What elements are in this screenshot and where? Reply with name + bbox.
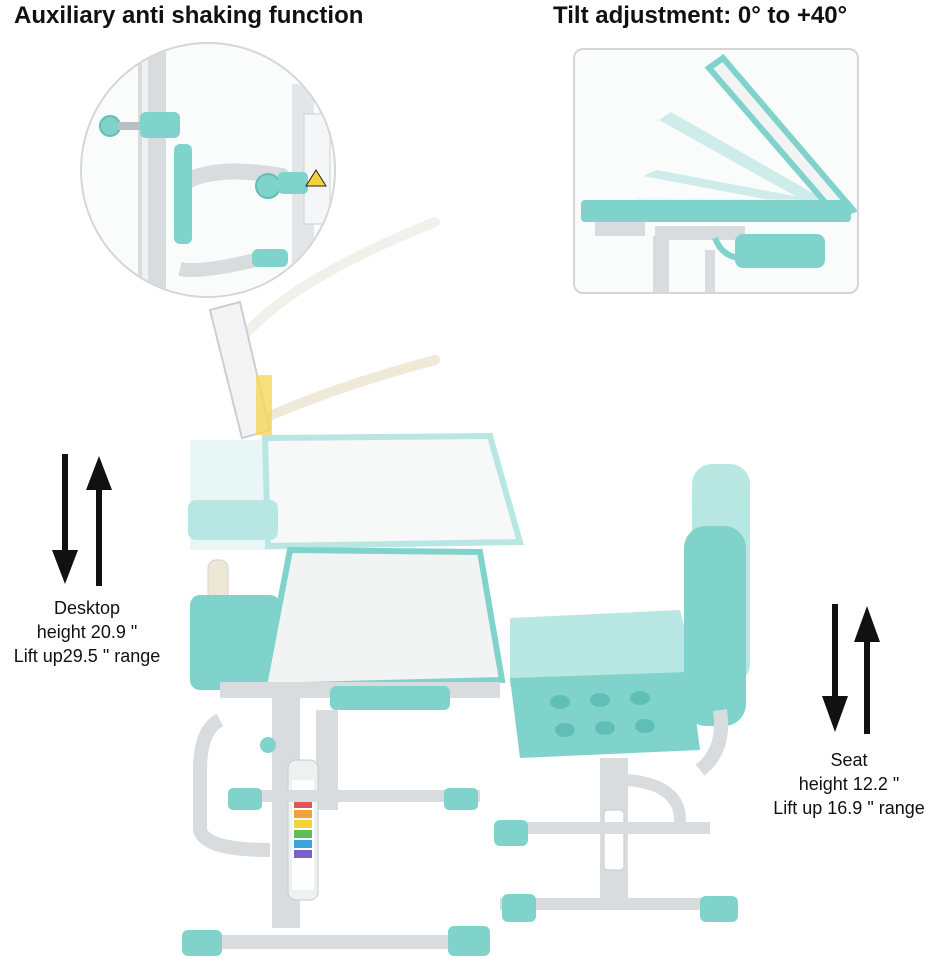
seat-caption-line3: Lift up 16.9 " range	[773, 798, 925, 818]
desktop-caption-line3: Lift up29.5 " range	[13, 646, 161, 666]
down-arrow-icon	[52, 454, 78, 584]
seat-caption-line2: height 12.2 "	[798, 774, 900, 794]
up-arrow-icon	[86, 456, 112, 586]
up-arrow-icon	[854, 606, 880, 734]
desktop-caption-line2: height 20.9 "	[36, 622, 138, 642]
seat-caption-line1: Seat	[830, 750, 868, 770]
desktop-caption-line1: Desktop	[53, 598, 121, 618]
anti-shaking-detail-inset	[80, 42, 336, 298]
seat-height-caption: Seat height 12.2 " Lift up 16.9 " range	[756, 748, 942, 820]
anti-shaking-title: Auxiliary anti shaking function	[14, 2, 364, 29]
tilt-adjustment-drawing	[581, 53, 857, 292]
anti-shaking-detail-drawing	[99, 44, 331, 296]
tilt-adjustment-title: Tilt adjustment: 0° to +40°	[553, 2, 848, 29]
desk-chair-illustration	[182, 217, 750, 956]
tilt-adjustment-inset	[573, 48, 859, 294]
desktop-height-caption: Desktop height 20.9 " Lift up29.5 " rang…	[0, 596, 174, 668]
down-arrow-icon	[822, 604, 848, 732]
